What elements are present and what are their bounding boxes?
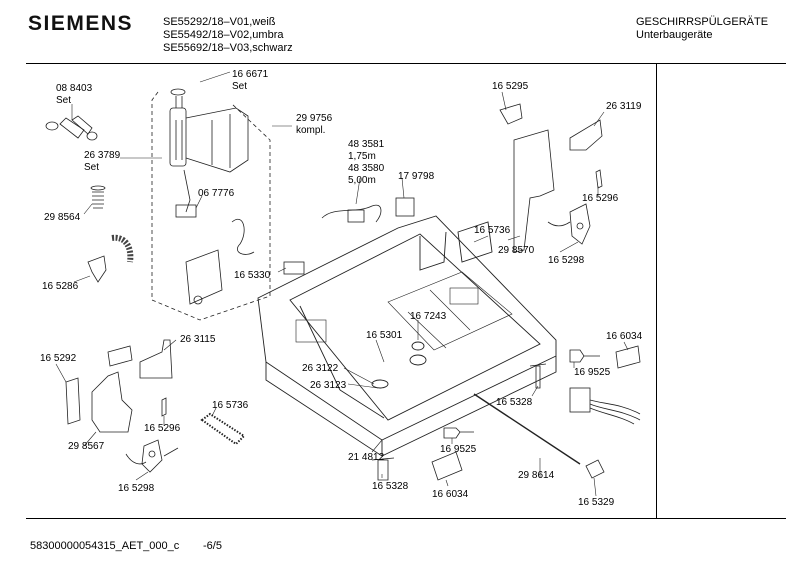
- part-number-label: 16 9525: [574, 367, 611, 378]
- part-number-label: 16 9525: [440, 444, 477, 455]
- part-number-label: Set: [56, 95, 72, 106]
- screw-part: [529, 363, 547, 389]
- part-number-label: 16 5736: [212, 400, 249, 411]
- spring-part: [90, 185, 106, 209]
- model-line: SE55492/18–V02,umbra: [163, 29, 284, 41]
- part-number-label: 16 5298: [548, 255, 585, 266]
- part-number-label: 48 3581: [348, 139, 385, 150]
- part-number-label: 16 6671: [232, 69, 269, 80]
- valve-assembly-part: [169, 88, 255, 305]
- right-bracket-part: [499, 103, 603, 253]
- part-number-label: 16 6034: [432, 489, 469, 500]
- part-number-label: 5,00m: [348, 175, 376, 186]
- part-number-label: 16 5295: [492, 81, 529, 92]
- part-number-label: 48 3580: [348, 163, 385, 174]
- part-number-label: 16 5298: [118, 483, 155, 494]
- part-number-label: 29 8564: [44, 212, 81, 223]
- document-code: 58300000054315_AET_000_c: [30, 540, 180, 552]
- base-frame-part: [257, 215, 557, 457]
- category-subtitle: Unterbaugeräte: [636, 29, 713, 41]
- part-number-label: 16 5328: [372, 481, 409, 492]
- part-number-label: 17 9798: [398, 171, 435, 182]
- part-number-label: Set: [232, 81, 248, 92]
- part-number-label: 26 3122: [302, 363, 339, 374]
- connector-part: [431, 451, 463, 481]
- part-number-label: 16 5296: [144, 423, 181, 434]
- header-divider: [26, 63, 786, 64]
- page-number: -6/5: [203, 540, 222, 552]
- part-number-label: 26 3115: [180, 334, 216, 345]
- wire-harness-part: [569, 387, 641, 425]
- part-number-label: 16 5329: [578, 497, 615, 508]
- hose-clip-set-part: [45, 115, 98, 141]
- part-number-label: 29 8570: [498, 245, 535, 256]
- hose-holder-part: [87, 255, 107, 283]
- side-column-divider: [656, 64, 657, 518]
- pressure-switch-part: [283, 261, 305, 275]
- part-number-label: 16 5301: [366, 330, 403, 341]
- part-number-label: 16 5330: [234, 270, 271, 281]
- sensor-cap-part: [585, 459, 605, 479]
- part-number-label: 16 5286: [42, 281, 79, 292]
- category-block: GESCHIRRSPÜLGERÄTE Unterbaugeräte: [636, 16, 768, 42]
- sensor-rod-part: [473, 393, 581, 465]
- screw-part: [569, 349, 600, 363]
- part-number-label: 16 5736: [474, 225, 511, 236]
- part-number-label: 29 8614: [518, 470, 555, 481]
- part-number-label: 29 9756: [296, 113, 333, 124]
- screw-part: [371, 457, 395, 481]
- part-number-label: 06 7776: [198, 188, 235, 199]
- model-line: SE55692/18–V03,schwarz: [163, 42, 293, 54]
- footer-divider: [26, 518, 786, 519]
- part-number-label: 29 8567: [68, 441, 105, 452]
- part-number-label: 21 4812: [348, 452, 385, 463]
- part-number-label: 26 3119: [606, 101, 642, 112]
- screw-part: [443, 427, 474, 439]
- cable-harness-part: [321, 197, 415, 223]
- model-line: SE55292/18–V01,weiß: [163, 16, 276, 28]
- category-title: GESCHIRRSPÜLGERÄTE: [636, 16, 769, 28]
- part-number-label: 26 3123: [310, 380, 347, 391]
- part-number-label: 16 5292: [40, 353, 77, 364]
- model-list: SE55292/18–V01,weiß SE55492/18–V02,umbra…: [163, 16, 293, 55]
- corrugated-hose-part: [111, 234, 134, 263]
- part-number-label: Set: [84, 162, 100, 173]
- part-number-label: 16 5296: [582, 193, 619, 204]
- leader-lines: [55, 71, 629, 497]
- connector-part: [615, 345, 641, 369]
- part-number-label: 08 8403: [56, 83, 93, 94]
- part-number-label: 26 3789: [84, 150, 121, 161]
- left-bracket-part: [65, 339, 246, 473]
- part-number-label: 16 6034: [606, 331, 643, 342]
- valve-kit-bracket: [151, 91, 271, 321]
- brand-logo: SIEMENS: [28, 12, 134, 35]
- part-number-label: 16 5328: [496, 397, 533, 408]
- part-number-label: kompl.: [296, 125, 326, 136]
- part-number-label: 1,75m: [348, 151, 376, 162]
- part-number-label: 16 7243: [410, 311, 447, 322]
